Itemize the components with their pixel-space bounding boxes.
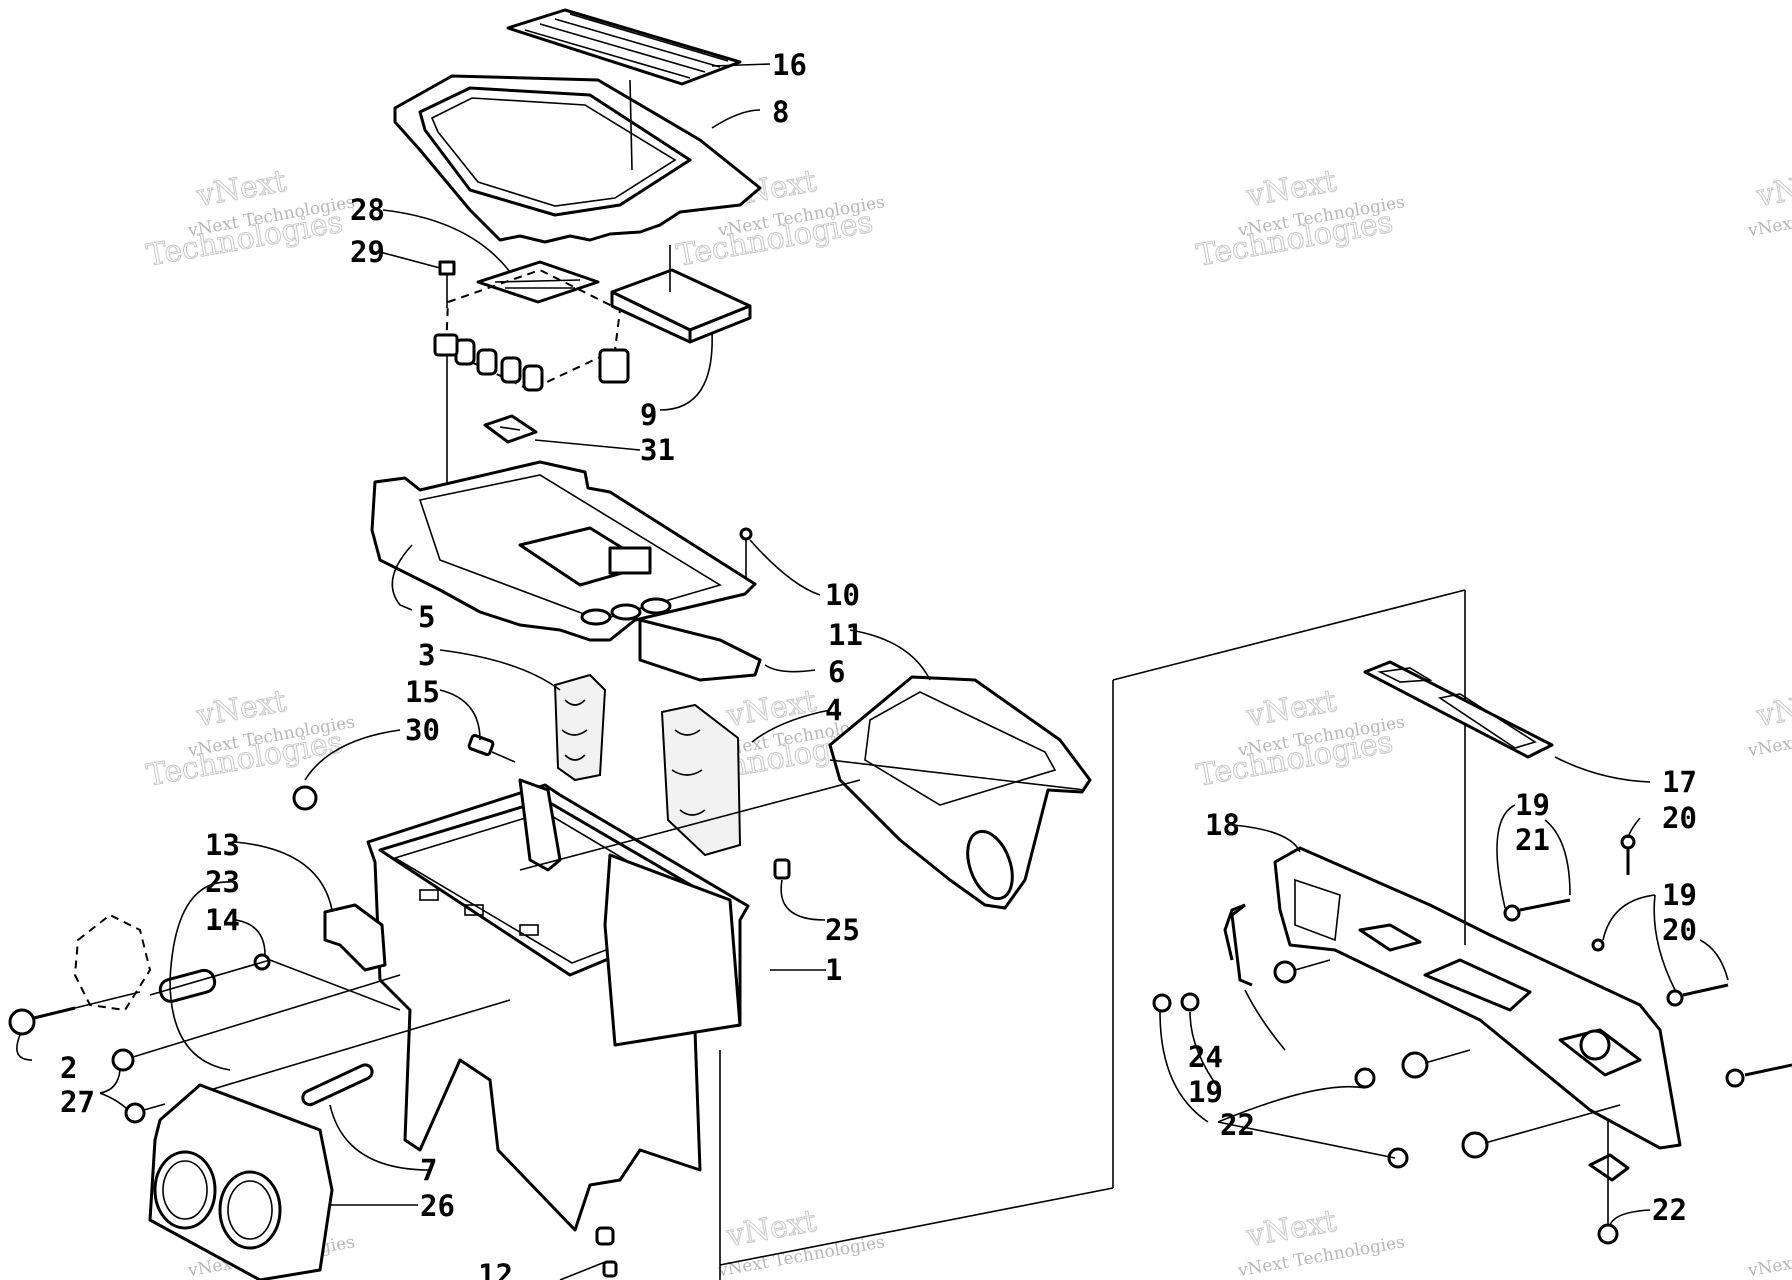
callout-4: 4 [825, 693, 842, 727]
part-strap-7 [301, 1063, 374, 1107]
callout-12: 12 [478, 1258, 513, 1280]
part-airbox-cover [393, 74, 762, 244]
callout-21: 21 [1515, 823, 1550, 857]
callout-28: 28 [350, 193, 385, 227]
callout-3: 3 [418, 638, 435, 672]
part-electronic-module [444, 260, 630, 392]
part-grommet-30 [292, 785, 318, 811]
part-bolt-15 [467, 734, 516, 763]
callout-19: 19 [1662, 878, 1697, 912]
callout-27: 27 [60, 1085, 95, 1119]
part-hardware-right [1152, 834, 1792, 1245]
assembly-frame-lines [719, 589, 1466, 1280]
part-wire-24 [1223, 903, 1253, 987]
callout-20: 20 [1662, 801, 1697, 835]
part-spacer-23 [73, 913, 401, 1012]
part-screw-10 [739, 527, 753, 578]
callout-31: 31 [640, 433, 675, 467]
callout-2: 2 [60, 1051, 77, 1085]
callout-10: 10 [825, 578, 860, 612]
part-screws-27 [111, 974, 401, 1124]
part-duct-gasket [1363, 660, 1554, 759]
callout-16: 16 [772, 48, 807, 82]
part-fitting-12 [595, 1226, 618, 1278]
leader-lines [16, 63, 1729, 1280]
part-filter [610, 245, 752, 344]
callout-24: 24 [1188, 1040, 1223, 1074]
callout-22: 22 [1220, 1108, 1255, 1142]
part-airbox-body [366, 778, 861, 1232]
callout-17: 17 [1662, 765, 1697, 799]
callout-19: 19 [1188, 1075, 1223, 1109]
part-outlet-26 [148, 999, 511, 1280]
callout-18: 18 [1205, 808, 1240, 842]
callout-20: 20 [1662, 913, 1697, 947]
part-console-duct [1273, 846, 1682, 1150]
part-gasket-31 [483, 414, 538, 444]
callout-15: 15 [405, 675, 440, 709]
part-label-plate [506, 8, 742, 86]
callout-19: 19 [1515, 788, 1550, 822]
part-screw-29 [433, 260, 459, 505]
callout-30: 30 [405, 713, 440, 747]
callout-9: 9 [640, 398, 657, 432]
part-clip-13 [323, 903, 387, 972]
callout-25: 25 [825, 913, 860, 947]
callout-labels: 16 8 28 29 9 31 10 5 11 6 3 15 30 4 17 1… [60, 48, 1697, 1280]
callout-23: 23 [205, 865, 240, 899]
callout-22: 22 [1652, 1193, 1687, 1227]
callout-11: 11 [828, 618, 863, 652]
callout-29: 29 [350, 235, 385, 269]
watermark-text: vNext [1753, 164, 1792, 214]
callout-7: 7 [420, 1153, 437, 1187]
callout-26: 26 [420, 1189, 455, 1223]
watermark-text: vNext [1753, 684, 1792, 734]
callout-13: 13 [205, 828, 240, 862]
callout-1: 1 [825, 953, 842, 987]
part-base-plate [370, 460, 762, 682]
part-bolt-2 [8, 991, 141, 1036]
part-fitting-25 [773, 858, 791, 880]
callout-8: 8 [772, 95, 789, 129]
callout-6: 6 [828, 655, 845, 689]
watermark-text: vNext Technologies [1746, 1232, 1792, 1280]
callout-5: 5 [418, 600, 435, 634]
part-intake-duct [828, 675, 1092, 910]
callout-14: 14 [205, 903, 240, 937]
